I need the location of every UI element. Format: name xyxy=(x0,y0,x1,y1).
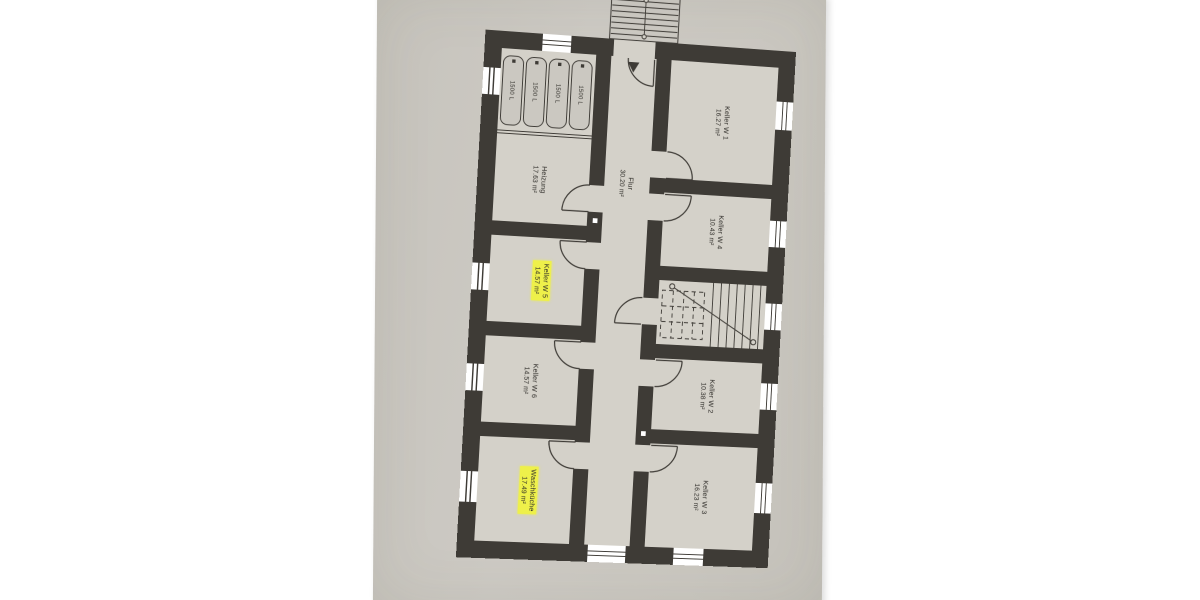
exterior-staircase xyxy=(609,0,680,43)
door-arc xyxy=(547,441,575,469)
room-area: 30.20 m² xyxy=(617,169,628,198)
room-label-keller-w1: Keller W 1 16.27 m² xyxy=(714,105,731,141)
tank-label: 1500 L xyxy=(531,81,539,103)
room-label-keller-w2: Keller W 2 10.38 m² xyxy=(698,379,716,413)
room-label-keller-w5: Keller W 5 14.57 m² xyxy=(530,260,552,302)
oil-tank: 1500 L xyxy=(545,58,571,130)
door-arc xyxy=(559,241,587,269)
highlight-marker: Keller W 5 14.57 m² xyxy=(530,260,552,302)
room-name: Flur xyxy=(626,177,635,191)
door-arc xyxy=(562,183,590,211)
door-arc xyxy=(664,194,692,222)
room-label-keller-w3: Keller W 3 16.23 m² xyxy=(692,480,709,514)
room-label-flur: Flur 30.20 m² xyxy=(618,169,636,197)
plan-linework xyxy=(456,0,800,568)
door-arc xyxy=(650,445,678,473)
tank-label: 1500 L xyxy=(508,80,516,101)
tank-label: 1500 L xyxy=(576,85,585,106)
interior-staircase xyxy=(660,280,761,349)
room-label-keller-w6: Keller W 6 14.57 m² xyxy=(522,363,540,398)
room-name: Keller W 5 xyxy=(540,263,551,299)
door-arc xyxy=(654,360,682,388)
basement-floor-plan: 1500 L 1500 L 1500 L 1500 L Keller W 1 1… xyxy=(455,0,800,569)
door-arc xyxy=(553,341,581,369)
entrance-arrow-icon xyxy=(628,61,640,73)
tank-label: 1500 L xyxy=(553,83,562,104)
oil-tank: 1500 L xyxy=(568,59,594,131)
oil-tank: 1500 L xyxy=(522,56,548,128)
room-label-keller-w4: Keller W 4 10.43 m² xyxy=(708,215,725,249)
oil-tank: 1500 L xyxy=(499,54,525,127)
room-label-waschkueche: Waschküche 17.49 m² xyxy=(517,465,539,515)
highlight-marker: Waschküche 17.49 m² xyxy=(517,465,539,515)
room-label-heizung: Heizung 17.63 m² xyxy=(531,165,549,194)
room-name: Heizung xyxy=(538,165,549,194)
door-arc xyxy=(613,297,644,326)
door-arc xyxy=(666,152,694,180)
